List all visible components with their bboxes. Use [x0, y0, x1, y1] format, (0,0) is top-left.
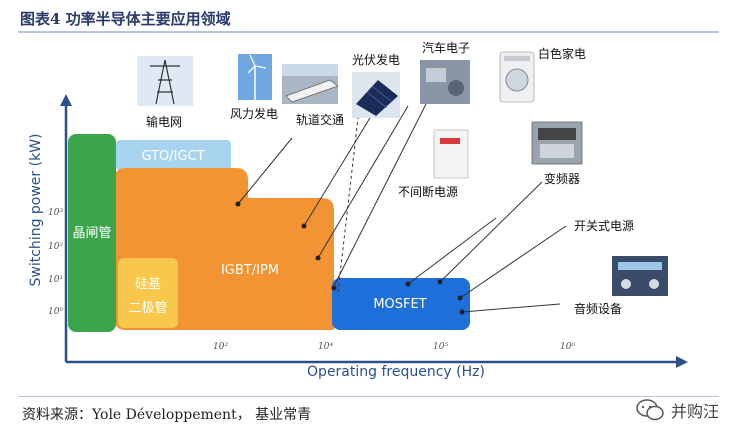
smps-label: 开关式电源 — [574, 219, 634, 233]
leader-dots — [235, 201, 465, 315]
diode-label-line1: 硅基 — [135, 277, 161, 292]
igbt-label: IGBT/IPM — [221, 263, 279, 278]
watermark: 并购汪 — [635, 398, 719, 422]
mosfet-label: MOSFET — [373, 297, 426, 312]
power-tower-icon — [137, 56, 193, 106]
car-engine-icon — [420, 60, 470, 104]
appliance-label: 白色家电 — [538, 46, 586, 61]
wind-label: 风力发电 — [230, 106, 278, 121]
source-note: 资料来源：Yole Développement， 基业常青 — [22, 407, 312, 423]
mosfet-region — [332, 278, 470, 330]
y-tick-3: 10³ — [48, 208, 63, 218]
y-axis-arrow — [60, 94, 72, 106]
y-axis-label: Switching power (kW) — [28, 134, 44, 287]
solar-label: 光伏发电 — [352, 52, 400, 67]
x-tick-2: 10² — [213, 342, 228, 352]
bottom-rule — [18, 396, 719, 397]
y-tick-0: 10⁰ — [48, 307, 63, 317]
auto-label: 汽车电子 — [422, 40, 470, 55]
gto-label: GTO/IGCT — [141, 149, 204, 164]
thyristor-region — [68, 134, 116, 332]
ups-label: 不间断电源 — [398, 184, 458, 199]
washing-machine-icon — [499, 51, 535, 103]
wind-turbine-icon — [238, 54, 272, 100]
x-tick-6: 10⁶ — [560, 342, 575, 352]
diode-label-line2: 二极管 — [128, 301, 167, 316]
gto-region — [116, 140, 231, 170]
audio-amplifier-icon — [612, 256, 668, 296]
audio-label: 音频设备 — [574, 301, 622, 316]
train-icon — [282, 64, 339, 104]
watermark-text: 并购汪 — [670, 402, 719, 421]
thyristor-label: 晶闸管 — [72, 226, 111, 241]
grid-label: 输电网 — [146, 114, 182, 129]
ups-icon — [433, 129, 469, 179]
y-tick-1: 10¹ — [48, 275, 63, 285]
leader-lines — [237, 103, 567, 313]
x-tick-5: 10⁵ — [433, 342, 448, 352]
x-axis-arrow — [676, 356, 688, 368]
y-tick-2: 10² — [48, 242, 63, 252]
inverter-label: 变频器 — [544, 171, 580, 186]
x-axis-label: Operating frequency (Hz) — [307, 364, 485, 380]
diode-region — [118, 258, 178, 328]
inverter-icon — [531, 121, 583, 165]
wechat-icon — [636, 399, 664, 421]
rail-label: 轨道交通 — [296, 112, 344, 127]
top-rule — [18, 31, 719, 33]
x-tick-4: 10⁴ — [318, 342, 333, 352]
solar-panel-icon — [352, 72, 400, 118]
figure-title: 图表4 功率半导体主要应用领域 — [20, 10, 231, 28]
